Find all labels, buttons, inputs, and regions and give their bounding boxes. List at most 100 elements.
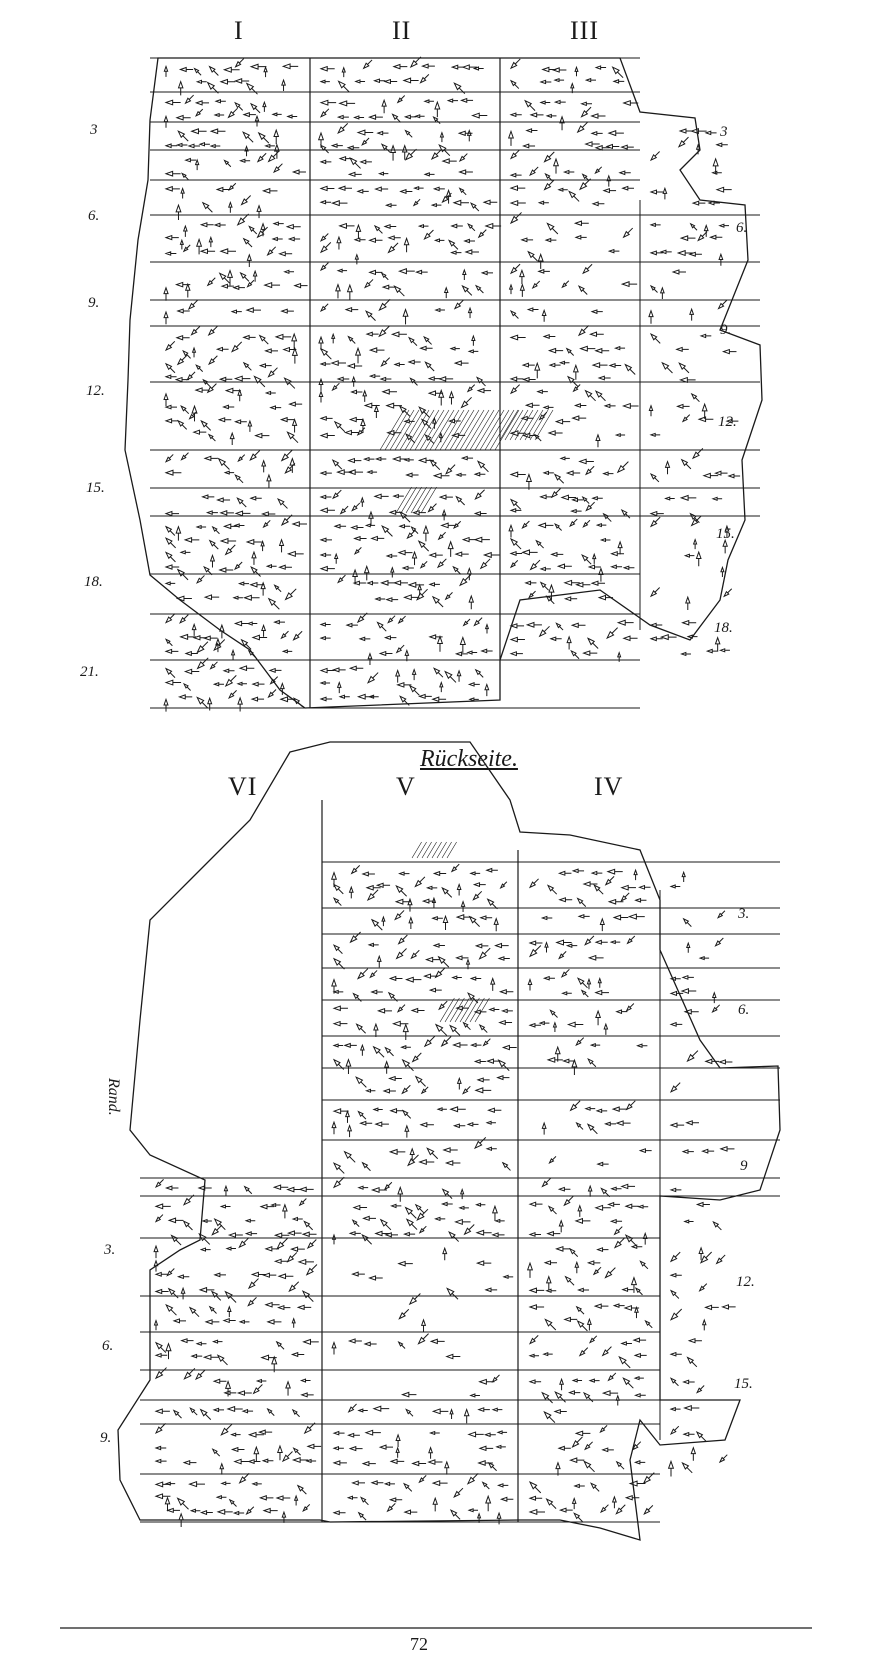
cuneiform-sign xyxy=(475,376,486,387)
cuneiform-sign xyxy=(711,496,723,501)
cuneiform-sign xyxy=(557,870,572,876)
cuneiform-sign xyxy=(649,151,660,162)
cuneiform-sign xyxy=(337,123,349,134)
cuneiform-sign xyxy=(527,978,533,991)
obverse-right-line-18: 18. xyxy=(714,620,733,636)
cuneiform-sign xyxy=(528,590,536,599)
cuneiform-sign xyxy=(376,130,389,136)
cuneiform-sign xyxy=(351,375,356,387)
cuneiform-sign xyxy=(319,99,337,106)
cuneiform-sign xyxy=(479,915,493,921)
cuneiform-sign xyxy=(262,1507,278,1514)
cuneiform-sign xyxy=(722,538,728,554)
cuneiform-sign xyxy=(483,1432,496,1438)
reverse-edge-label: Rand. xyxy=(105,1078,122,1116)
cuneiform-sign xyxy=(571,1496,577,1510)
cuneiform-sign xyxy=(528,945,542,958)
damage-hatching xyxy=(504,409,524,441)
cuneiform-sign xyxy=(558,897,573,903)
cuneiform-sign xyxy=(509,185,526,192)
cuneiform-sign xyxy=(690,1446,697,1461)
cuneiform-sign xyxy=(460,396,472,409)
cuneiform-sign xyxy=(460,455,474,461)
cuneiform-sign xyxy=(331,667,346,673)
cuneiform-sign xyxy=(354,346,362,364)
cuneiform-sign xyxy=(319,537,332,543)
cuneiform-sign xyxy=(164,454,174,463)
cuneiform-sign xyxy=(208,355,218,366)
cuneiform-sign xyxy=(164,340,176,352)
damage-hatching xyxy=(469,997,485,1023)
cuneiform-sign xyxy=(401,565,414,571)
cuneiform-sign xyxy=(281,649,293,654)
cuneiform-sign xyxy=(368,373,381,379)
cuneiform-sign xyxy=(362,389,368,402)
cuneiform-sign xyxy=(164,510,180,517)
cuneiform-sign xyxy=(198,142,210,147)
damage-hatching xyxy=(389,409,415,451)
cuneiform-sign xyxy=(346,363,363,369)
cuneiform-sign xyxy=(182,244,191,253)
cuneiform-sign xyxy=(240,638,252,650)
cuneiform-sign xyxy=(590,1482,600,1492)
cuneiform-sign xyxy=(459,1188,465,1200)
cuneiform-sign xyxy=(347,1432,360,1438)
cuneiform-sign xyxy=(389,1108,404,1114)
cuneiform-sign xyxy=(250,696,265,702)
cuneiform-sign xyxy=(586,1123,598,1135)
obverse-column-2-label: II xyxy=(392,16,412,45)
cuneiform-sign xyxy=(437,376,454,382)
cuneiform-sign xyxy=(441,886,453,898)
cuneiform-sign xyxy=(449,1106,466,1113)
cuneiform-sign xyxy=(392,63,408,70)
cuneiform-sign xyxy=(240,195,252,206)
cuneiform-sign xyxy=(418,1475,427,1484)
cuneiform-sign xyxy=(604,1121,616,1127)
cuneiform-sign xyxy=(219,1204,231,1209)
cuneiform-sign xyxy=(222,1317,236,1324)
cuneiform-sign xyxy=(306,1443,322,1450)
cuneiform-sign xyxy=(347,1338,362,1344)
cuneiform-sign xyxy=(397,1341,406,1349)
cuneiform-sign xyxy=(541,1121,547,1135)
cuneiform-sign xyxy=(469,1393,480,1398)
cuneiform-sign xyxy=(463,238,475,244)
cuneiform-sign xyxy=(509,560,519,569)
cuneiform-sign xyxy=(280,630,289,640)
cuneiform-sign xyxy=(375,882,391,889)
obverse-left-line-18: 18. xyxy=(84,574,103,590)
cuneiform-sign xyxy=(280,449,293,462)
cuneiform-sign xyxy=(630,1244,643,1250)
cuneiform-sign xyxy=(271,236,283,242)
cuneiform-sign xyxy=(566,1021,584,1028)
cuneiform-sign xyxy=(291,346,298,364)
cuneiform-sign xyxy=(374,596,386,602)
cuneiform-sign xyxy=(164,613,176,624)
cuneiform-sign xyxy=(398,871,410,876)
cuneiform-sign xyxy=(480,270,494,276)
cuneiform-sign xyxy=(611,1495,617,1509)
cuneiform-sign xyxy=(292,630,303,641)
cuneiform-sign xyxy=(403,1231,416,1237)
damage-hatching xyxy=(421,841,432,859)
cuneiform-sign xyxy=(216,497,231,503)
cuneiform-sign xyxy=(622,565,635,571)
cuneiform-sign xyxy=(189,1508,201,1513)
cuneiform-sign xyxy=(711,170,722,175)
cuneiform-sign xyxy=(269,676,279,685)
cuneiform-sign xyxy=(454,1218,471,1225)
cuneiform-sign xyxy=(546,884,558,895)
cuneiform-sign xyxy=(649,222,661,228)
cuneiform-sign xyxy=(212,681,224,687)
cuneiform-sign xyxy=(374,1121,389,1127)
cuneiform-sign xyxy=(387,991,398,1002)
cuneiform-sign xyxy=(374,186,389,192)
cuneiform-sign xyxy=(414,876,426,888)
cuneiform-sign xyxy=(347,335,356,344)
damage-hatching xyxy=(444,409,470,451)
cuneiform-sign xyxy=(718,223,729,228)
cuneiform-sign xyxy=(296,1304,312,1311)
cuneiform-sign xyxy=(480,648,493,654)
cuneiform-sign xyxy=(462,1085,471,1095)
cuneiform-sign xyxy=(352,580,366,586)
